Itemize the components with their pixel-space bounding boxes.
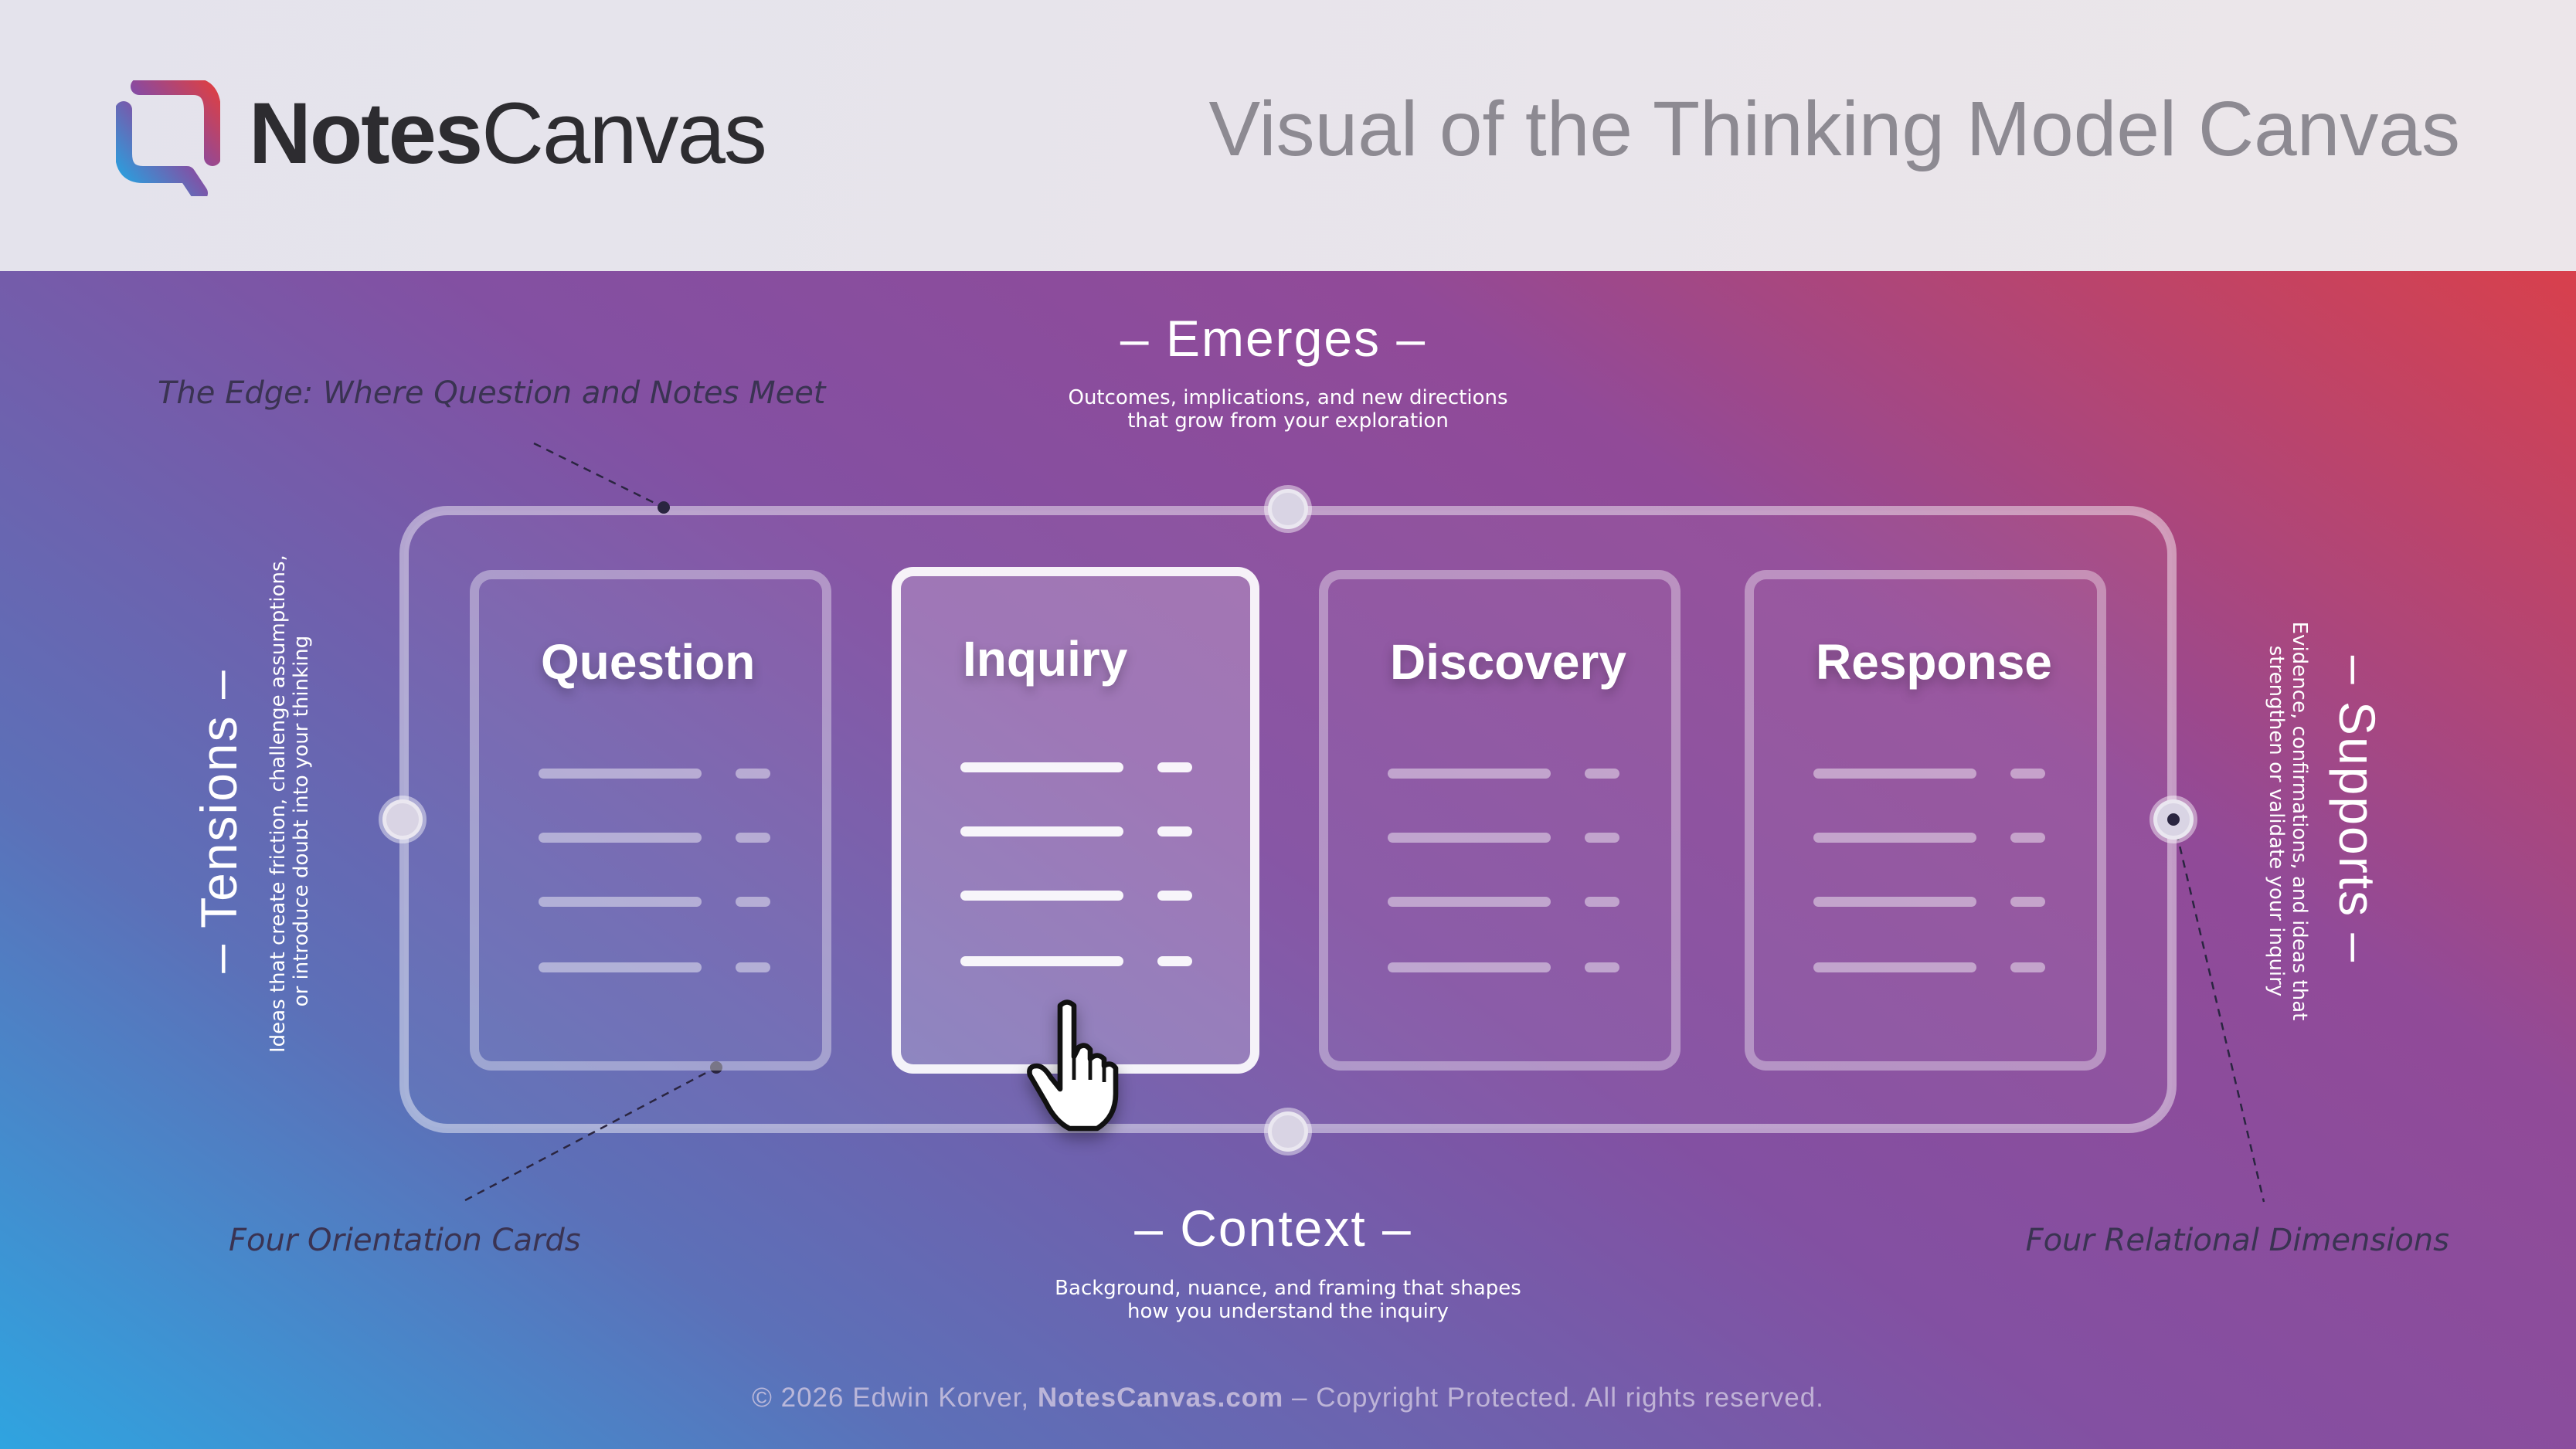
- card-title: Response: [1816, 634, 2052, 690]
- card-note-line: [1813, 897, 1976, 907]
- node-left-tensions[interactable]: [379, 796, 427, 843]
- card-note-line: [960, 826, 1123, 836]
- card-note-marker: [2010, 962, 2045, 972]
- dimensions-annotation-line: [2172, 819, 2265, 1203]
- node-top-emerges[interactable]: [1264, 485, 1312, 533]
- card-title: Discovery: [1390, 634, 1626, 690]
- card-note-line: [960, 891, 1123, 901]
- footer-copyright: © 2026 Edwin Korver, NotesCanvas.com – C…: [0, 1383, 2576, 1413]
- cards-annotation-dot: [710, 1061, 722, 1074]
- notescanvas-logo-icon: [116, 80, 220, 196]
- dimensions-annotation-dot: [2167, 813, 2180, 826]
- card-note-line: [1388, 897, 1551, 907]
- card-note-marker: [1585, 833, 1619, 843]
- annotation-dimensions: Four Relational Dimensions: [2025, 1223, 2449, 1258]
- supports-description: Evidence, confirmations, and ideas that …: [2265, 589, 2311, 1053]
- card-note-line: [1813, 833, 1976, 843]
- edge-annotation-line: [533, 442, 664, 509]
- card-note-marker: [1157, 891, 1192, 901]
- card-note-marker: [2010, 897, 2045, 907]
- hand-pointer-cursor-icon: [1027, 999, 1119, 1132]
- card-note-marker: [736, 962, 770, 972]
- brand-light: Canvas: [481, 85, 767, 182]
- header: NotesCanvas Visual of the Thinking Model…: [0, 0, 2576, 271]
- edge-annotation-dot: [658, 501, 670, 514]
- context-description: Background, nuance, and framing that sha…: [0, 1277, 2576, 1323]
- emerges-heading: – Emerges –: [1120, 310, 1427, 367]
- card-note-line: [539, 897, 702, 907]
- annotation-cards: Four Orientation Cards: [229, 1223, 581, 1258]
- context-line-2: how you understand the inquiry: [1127, 1300, 1449, 1323]
- supports-line-1: Evidence, confirmations, and ideas that: [2288, 621, 2311, 1021]
- card-note-line: [1388, 769, 1551, 779]
- card-note-line: [960, 956, 1123, 966]
- context-line-1: Background, nuance, and framing that sha…: [1055, 1277, 1521, 1300]
- card-note-marker: [2010, 769, 2045, 779]
- brand-name: NotesCanvas: [249, 83, 767, 183]
- page-title: Visual of the Thinking Model Canvas: [1208, 86, 2460, 172]
- footer-suffix: – Copyright Protected. All rights reserv…: [1283, 1383, 1824, 1413]
- node-bottom-context[interactable]: [1264, 1108, 1312, 1155]
- card-note-marker: [1585, 769, 1619, 779]
- annotation-edge: The Edge: Where Question and Notes Meet: [158, 375, 826, 411]
- cards-annotation-line: [464, 1066, 717, 1202]
- emerges-line-2: that grow from your exploration: [1127, 409, 1449, 433]
- brand-bold: Notes: [249, 85, 483, 182]
- card-note-marker: [1585, 897, 1619, 907]
- orientation-card-inquiry[interactable]: Inquiry: [892, 567, 1259, 1074]
- supports-heading: – Supports –: [2329, 655, 2386, 964]
- card-note-line: [539, 833, 702, 843]
- emerges-description: Outcomes, implications, and new directio…: [0, 386, 2576, 433]
- orientation-card-response[interactable]: Response: [1745, 570, 2106, 1071]
- card-note-marker: [736, 833, 770, 843]
- tensions-line-2: or introduce doubt into your thinking: [290, 635, 313, 1007]
- card-note-line: [1813, 769, 1976, 779]
- orientation-card-discovery[interactable]: Discovery: [1319, 570, 1681, 1071]
- card-note-line: [539, 962, 702, 972]
- tensions-description: Ideas that create friction, challenge as…: [267, 555, 313, 1053]
- card-note-line: [1813, 962, 1976, 972]
- card-note-marker: [1157, 762, 1192, 772]
- card-note-marker: [736, 769, 770, 779]
- card-note-marker: [1157, 826, 1192, 836]
- card-title: Inquiry: [963, 631, 1128, 687]
- footer-prefix: © 2026 Edwin Korver,: [752, 1383, 1038, 1413]
- card-note-marker: [1585, 962, 1619, 972]
- card-title: Question: [541, 634, 756, 690]
- card-note-line: [960, 762, 1123, 772]
- card-note-marker: [1157, 956, 1192, 966]
- card-note-marker: [2010, 833, 2045, 843]
- footer-site-link[interactable]: NotesCanvas.com: [1037, 1383, 1284, 1413]
- emerges-line-1: Outcomes, implications, and new directio…: [1068, 386, 1508, 409]
- canvas-area: [0, 271, 2576, 1449]
- orientation-card-question[interactable]: Question: [470, 570, 831, 1071]
- card-note-line: [539, 769, 702, 779]
- context-heading: – Context –: [1134, 1200, 1412, 1257]
- card-note-marker: [736, 897, 770, 907]
- card-note-line: [1388, 962, 1551, 972]
- card-note-line: [1388, 833, 1551, 843]
- supports-line-2: strengthen or validate your inquiry: [2265, 645, 2288, 997]
- tensions-line-1: Ideas that create friction, challenge as…: [267, 555, 290, 1053]
- tensions-heading: – Tensions –: [190, 669, 247, 973]
